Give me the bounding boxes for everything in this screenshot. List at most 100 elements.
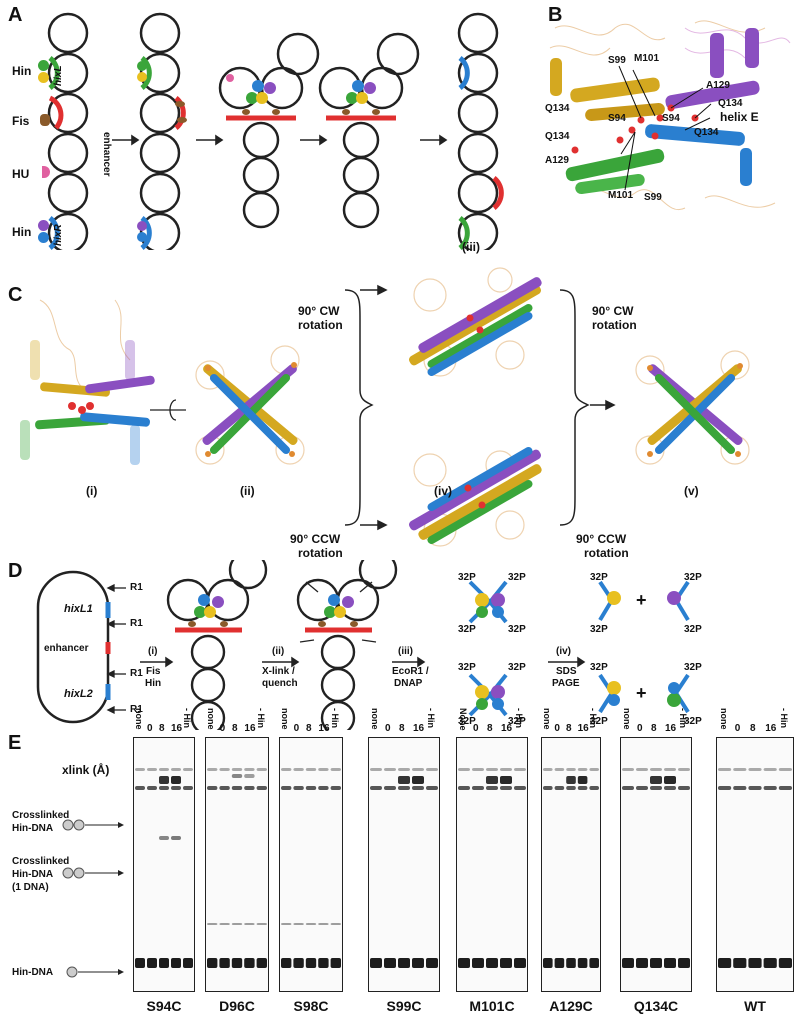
gel-band [577,786,588,790]
gel-d96c-lane-header: 0 [219,723,226,734]
gel-a129c-lane-header: 16 [577,723,589,734]
gel-band [472,768,484,771]
gel-band [370,768,382,771]
gel-band [664,958,676,968]
gel-label-s99c: S99C [386,998,422,1014]
gel-m101c-lane-header: 8 [487,723,493,734]
gel-band [207,768,218,771]
gel-band [207,786,218,790]
fis-label: Fis [12,114,30,128]
gel-band [733,786,747,790]
e-crosslink-icon-2 [62,867,124,879]
gel-q134c-lane-header: 8 [651,723,657,734]
gel-label-d96c: D96C [219,998,255,1014]
gel-band [514,786,526,790]
c-ccw2b: rotation [584,546,629,560]
gel-band [370,786,382,790]
gel-band [147,786,157,790]
b-label-s99-bottom: S99 [644,192,662,203]
panel-a-label: A [8,4,23,26]
gel-band [256,786,267,790]
gel-band [748,768,762,771]
gel-s99c-lane-header: 0 [385,723,391,734]
gel-band [554,786,565,790]
gel-wt [716,737,794,992]
c-roman-v: (v) [684,484,699,498]
gel-s99c-lane-header: - Hin [426,708,436,728]
gel-band [135,786,145,790]
b-label-m101-top: M101 [634,53,660,64]
gel-band [330,958,341,968]
gel-band [733,768,747,771]
gel-q134c-lane-header: 0 [637,723,643,734]
b-label-q134-right: Q134 [718,98,743,109]
gel-band [231,923,243,925]
gel-s99c-lane-header: 16 [413,723,425,734]
c-cw2b: rotation [592,318,637,332]
gel-band [305,768,317,771]
gel-band [318,958,329,968]
gel-band [159,786,169,790]
gel-band [305,786,317,790]
d-hixl1: hixL1 [64,603,93,615]
d-p32-10: 32P [684,572,702,583]
gel-band [398,958,410,968]
panel-c-label: C [8,284,23,306]
gel-band [281,958,292,968]
gel-band [472,958,484,968]
gel-band [281,786,292,790]
gel-band [183,768,193,771]
gel-band [412,776,424,784]
gel-band [147,768,157,771]
b-label-a129-bottom: A129 [545,155,569,166]
d-plus-1: + [636,590,647,610]
gel-band [318,786,329,790]
b-label-helix-e: helix E [720,110,759,124]
gel-s98c-lane-header: - Hin [329,708,340,728]
e-crosslinked2b: Hin-DNA [12,869,54,880]
gel-band [622,786,634,790]
gel-band [244,923,255,925]
gel-band [281,768,292,771]
gel-band [147,958,157,968]
d-p32-1: 32P [458,572,476,583]
gel-s98c-lane-header: 0 [293,723,300,734]
d-step-i-text2: Hin [145,678,162,689]
gel-band [426,786,438,790]
gel-q134c-lane-header: - Hin [678,708,688,728]
gel-band [514,768,526,771]
gel-m101c-lane-header: 0 [473,723,479,734]
gel-s98c [279,737,343,992]
d-step-iii-text: EcoR1 / [392,666,429,677]
gel-label-q134c: Q134C [633,998,679,1014]
e-crosslinked1b: Hin-DNA [12,823,54,834]
gel-band [330,786,341,790]
gel-label-a129c: A129C [549,998,593,1014]
gel-m101c-lane-header: None [458,708,468,731]
d-hixl2: hixL2 [64,688,93,700]
d-p32-11: 32P [590,624,608,635]
gel-label-wt: WT [744,998,766,1014]
gel-band [171,768,181,771]
d-p32-2: 32P [508,572,526,583]
gel-band [650,786,662,790]
gel-band [159,958,169,968]
gel-s99c-lane-header: none [370,708,380,730]
gel-band [636,958,648,968]
gel-band [566,958,576,968]
gel-band [384,786,396,790]
gel-band [458,768,470,771]
d-p32-15: 32P [590,716,608,727]
gel-band [664,776,676,784]
gel-band [231,786,243,790]
gel-band [543,786,553,790]
gel-band [318,923,329,925]
gel-a129c-lane-header: 8 [566,723,572,734]
gel-band [718,768,732,771]
gel-band [171,836,181,840]
hu-icon [42,166,50,178]
gel-band [370,958,382,968]
enhancer-label-a: enhancer [101,132,112,177]
e-crosslinked1: Crosslinked [12,810,70,821]
d-step-iv: (iv) [556,646,571,657]
